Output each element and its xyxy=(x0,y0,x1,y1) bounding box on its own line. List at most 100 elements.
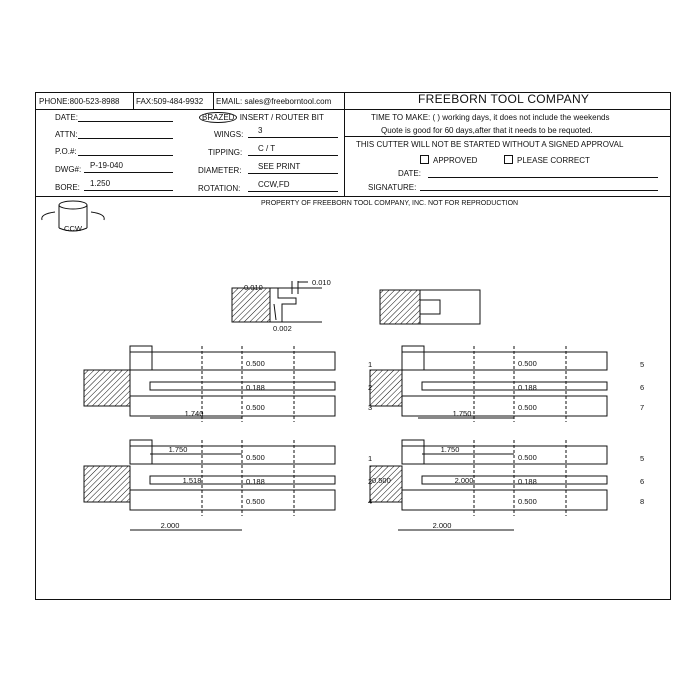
depth-dim: 1.740 xyxy=(185,409,204,418)
row-number: 4 xyxy=(368,497,372,506)
overall-dim: 2.000 xyxy=(161,521,180,530)
signature-label: SIGNATURE: xyxy=(368,183,417,192)
tipping-value: C / T xyxy=(258,144,276,153)
diameter-line xyxy=(248,173,338,174)
cutter-type-options: INSERT / ROUTER BIT xyxy=(239,113,324,122)
wing-dim: 0.500 xyxy=(246,497,265,506)
row-number: 1 xyxy=(368,454,372,463)
detail-dim: 0.010 xyxy=(312,278,331,287)
rotation-label: ROTATION: xyxy=(198,184,241,193)
brazed-selection: BRAZED xyxy=(199,112,238,123)
detail-blank xyxy=(379,289,421,325)
section-divider xyxy=(36,196,670,197)
diameter-value: SEE PRINT xyxy=(258,162,301,171)
wing-top xyxy=(401,351,608,371)
top-dim: 1.750 xyxy=(169,445,188,454)
approval-date-line xyxy=(428,177,658,178)
dim-leader xyxy=(273,303,277,321)
divider xyxy=(344,136,670,137)
approval-date-label: DATE: xyxy=(398,169,421,178)
inner-dim: 1.518 xyxy=(183,476,202,485)
bore-line xyxy=(84,190,173,191)
property-note: PROPERTY OF FREEBORN TOOL COMPANY, INC. … xyxy=(261,200,519,207)
row-number: 7 xyxy=(640,403,644,412)
email-address: EMAIL: sales@freeborntool.com xyxy=(216,97,332,106)
cutter-type: BRAZED INSERT / ROUTER BIT xyxy=(199,112,324,123)
rotation-arrow xyxy=(90,211,105,221)
wing-bottom xyxy=(129,489,336,511)
wings-label: WINGS: xyxy=(214,130,244,139)
please-correct-label: PLEASE CORRECT xyxy=(517,156,590,165)
detail-profile xyxy=(419,289,481,325)
tipping-line xyxy=(248,155,338,156)
diameter-label: DIAMETER: xyxy=(198,166,242,175)
hub-section xyxy=(369,369,403,407)
depth-dim: 1.750 xyxy=(453,409,472,418)
divider xyxy=(213,93,214,109)
rotation-line xyxy=(248,191,338,192)
wing-bottom xyxy=(401,395,608,417)
po-line xyxy=(78,155,173,156)
cylinder-bottom xyxy=(58,227,88,232)
row-number: 5 xyxy=(640,454,644,463)
wing-dim: 0.500 xyxy=(518,453,537,462)
dwg-value: P-19-040 xyxy=(90,161,123,170)
signature-line xyxy=(420,190,658,191)
wing-dim: 0.188 xyxy=(246,383,265,392)
wing-dim: 0.188 xyxy=(518,383,537,392)
row-number: 6 xyxy=(640,383,644,392)
approval-notice: THIS CUTTER WILL NOT BE STARTED WITHOUT … xyxy=(356,140,624,149)
detail-notch xyxy=(420,299,441,315)
quote-validity: Quote is good for 60 days,after that it … xyxy=(381,126,593,135)
row-number: 8 xyxy=(640,497,644,506)
wing-top xyxy=(401,445,608,465)
hub-section xyxy=(83,465,131,503)
wing-body xyxy=(129,439,153,465)
divider xyxy=(133,93,134,109)
overall-dim: 2.000 xyxy=(433,521,452,530)
approved-option[interactable]: APPROVED xyxy=(420,155,477,165)
wing-dim: 0.500 xyxy=(518,359,537,368)
cylinder-top xyxy=(58,200,88,210)
bore-label: BORE: xyxy=(55,183,80,192)
header-divider xyxy=(36,109,670,110)
dwg-line xyxy=(84,172,173,173)
hub-section xyxy=(369,465,403,503)
rotation-arrow xyxy=(41,211,56,221)
approved-label: APPROVED xyxy=(433,156,478,165)
wing-bottom xyxy=(401,489,608,511)
top-dim: 1.750 xyxy=(441,445,460,454)
rotation-value: CCW,FD xyxy=(258,180,290,189)
wing-dim: 0.188 xyxy=(518,477,537,486)
drawing-sheet: PHONE:800-523-8988 FAX:509-484-9932 EMAI… xyxy=(35,92,671,600)
wing-body xyxy=(401,345,425,371)
left-dim: 0.500 xyxy=(372,476,391,485)
attn-line xyxy=(78,138,173,139)
row-number: 2 xyxy=(368,477,372,486)
row-number: 6 xyxy=(640,477,644,486)
wing-top xyxy=(129,445,336,465)
wings-line xyxy=(248,137,338,138)
wing-body xyxy=(129,345,153,371)
wing-dim: 0.500 xyxy=(246,403,265,412)
wing-dim: 0.500 xyxy=(246,359,265,368)
phone-number: PHONE:800-523-8988 xyxy=(39,97,120,106)
row-number: 2 xyxy=(368,383,372,392)
detail-blank xyxy=(231,287,271,323)
please-correct-checkbox[interactable] xyxy=(504,155,513,164)
wing-dim: 0.500 xyxy=(246,453,265,462)
date-label: DATE: xyxy=(55,113,78,122)
wing-dim: 0.500 xyxy=(518,403,537,412)
row-number: 3 xyxy=(368,403,372,412)
bore-value: 1.250 xyxy=(90,179,111,188)
wing-body xyxy=(401,439,425,465)
wing-dim: 0.188 xyxy=(246,477,265,486)
hub-section xyxy=(83,369,131,407)
dwg-label: DWG#: xyxy=(55,165,82,174)
wing-bottom xyxy=(129,395,336,417)
approved-checkbox[interactable] xyxy=(420,155,429,164)
attn-label: ATTN: xyxy=(55,130,78,139)
row-number: 1 xyxy=(368,360,372,369)
please-correct-option[interactable]: PLEASE CORRECT xyxy=(504,155,590,165)
